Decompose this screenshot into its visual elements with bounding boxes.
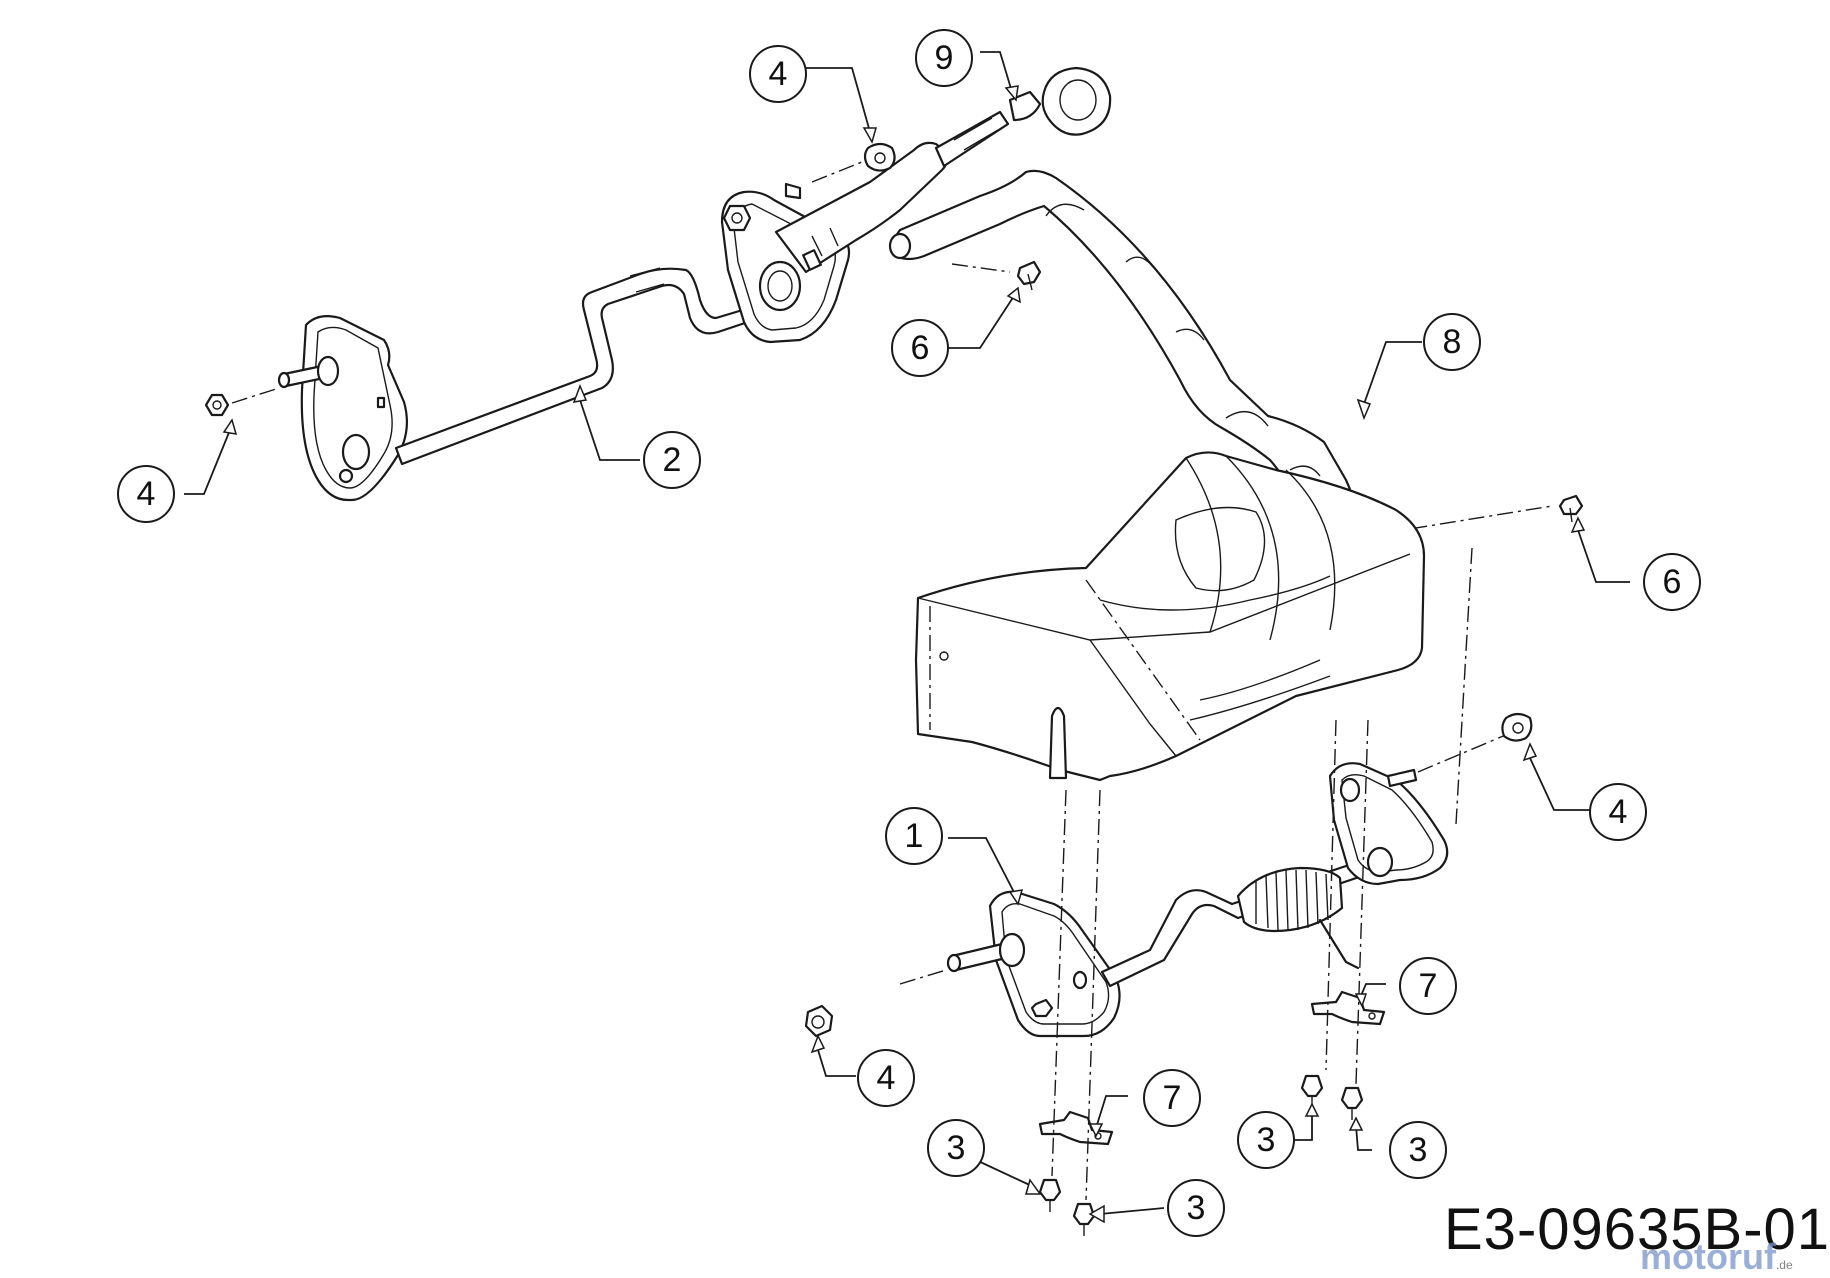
svg-text:6: 6 [911,329,930,367]
svg-text:7: 7 [1419,967,1438,1005]
left-bracket-hole [341,433,371,471]
svg-text:9: 9 [935,39,954,77]
callout-6-mid: 6 [891,319,949,377]
callout-3-b: 3 [1167,1179,1225,1237]
svg-text:4: 4 [1609,793,1628,831]
screw-3-b [1072,1202,1096,1226]
callout-4-bottom: 4 [857,1049,915,1107]
callout-3-a: 3 [927,1119,985,1177]
lever-washer-4 [863,142,896,172]
screw-3-a [1038,1178,1062,1202]
callouts: 4 9 6 8 2 4 6 4 1 7 4 7 3 3 3 3 [117,29,1701,1237]
lever-plate-hole [758,260,802,312]
left-bracket-tab [376,396,386,409]
callout-3-c: 3 [1237,1111,1295,1169]
svg-text:8: 8 [1443,323,1462,361]
callout-7-right: 7 [1399,957,1457,1015]
deck-notch [1048,706,1068,780]
callout-7-left: 7 [1143,1069,1201,1127]
deck-housing [914,451,1426,782]
lever-plate-bolt [722,204,752,232]
svg-text:1: 1 [905,817,924,855]
svg-text:3: 3 [947,1129,966,1167]
callout-3-d: 3 [1389,1121,1447,1179]
callout-9: 9 [915,29,973,87]
left-bracket-bolt [338,468,354,484]
rear-axle-rod [394,267,762,466]
watermark-logo: motoruf.de [1640,1236,1793,1278]
clip-7-left [1038,1110,1114,1146]
front-bracket-bolt [1030,998,1054,1018]
axle-flange-nut [204,393,230,417]
height-adjust-lever [720,66,1112,344]
callout-2: 2 [643,431,701,489]
callout-4-right: 4 [1589,783,1647,841]
watermark-tld: .de [1775,1258,1793,1272]
screw-3-d [1340,1086,1364,1110]
svg-text:3: 3 [1187,1189,1206,1227]
lever-knob-grip [1041,66,1112,136]
left-bracket-inner [313,326,393,489]
svg-text:7: 7 [1163,1079,1182,1117]
svg-text:3: 3 [1409,1131,1428,1169]
svg-text:3: 3 [1257,1121,1276,1159]
callout-1: 1 [885,807,943,865]
deck-opening [1174,506,1266,592]
svg-text:2: 2 [663,441,682,479]
front-axle-nut-4 [804,1004,834,1038]
deck-hole [939,651,949,661]
svg-text:4: 4 [769,55,788,93]
svg-text:4: 4 [877,1059,896,1097]
svg-text:4: 4 [137,475,156,513]
parts-diagram: 4 9 6 8 2 4 6 4 1 7 4 7 3 3 3 3 [117,29,1701,1237]
handle-screw-6-right [1558,494,1584,516]
callout-6-right: 6 [1643,553,1701,611]
deck-housing-outline [914,451,1426,782]
leader-lines [184,51,1630,1224]
front-axle-assembly [804,712,1533,1038]
callout-4-top: 4 [749,45,807,103]
clips-and-screws [1038,547,1473,1236]
callout-8: 8 [1423,313,1481,371]
drawing-code: E3-09635B-01 [1444,1197,1830,1262]
callout-4-left: 4 [117,465,175,523]
front-axle-washer-4 [1501,712,1533,742]
watermark-text: motoruf [1640,1236,1776,1277]
adjust-lever-shaft [934,110,1010,168]
rear-axle-assembly [204,267,762,502]
screw-3-c [1300,1074,1324,1098]
lever-knob [1008,90,1042,122]
svg-text:6: 6 [1663,563,1682,601]
handle-bar-mount-hole [888,232,912,260]
handle-screw-6-mid [1016,260,1042,286]
